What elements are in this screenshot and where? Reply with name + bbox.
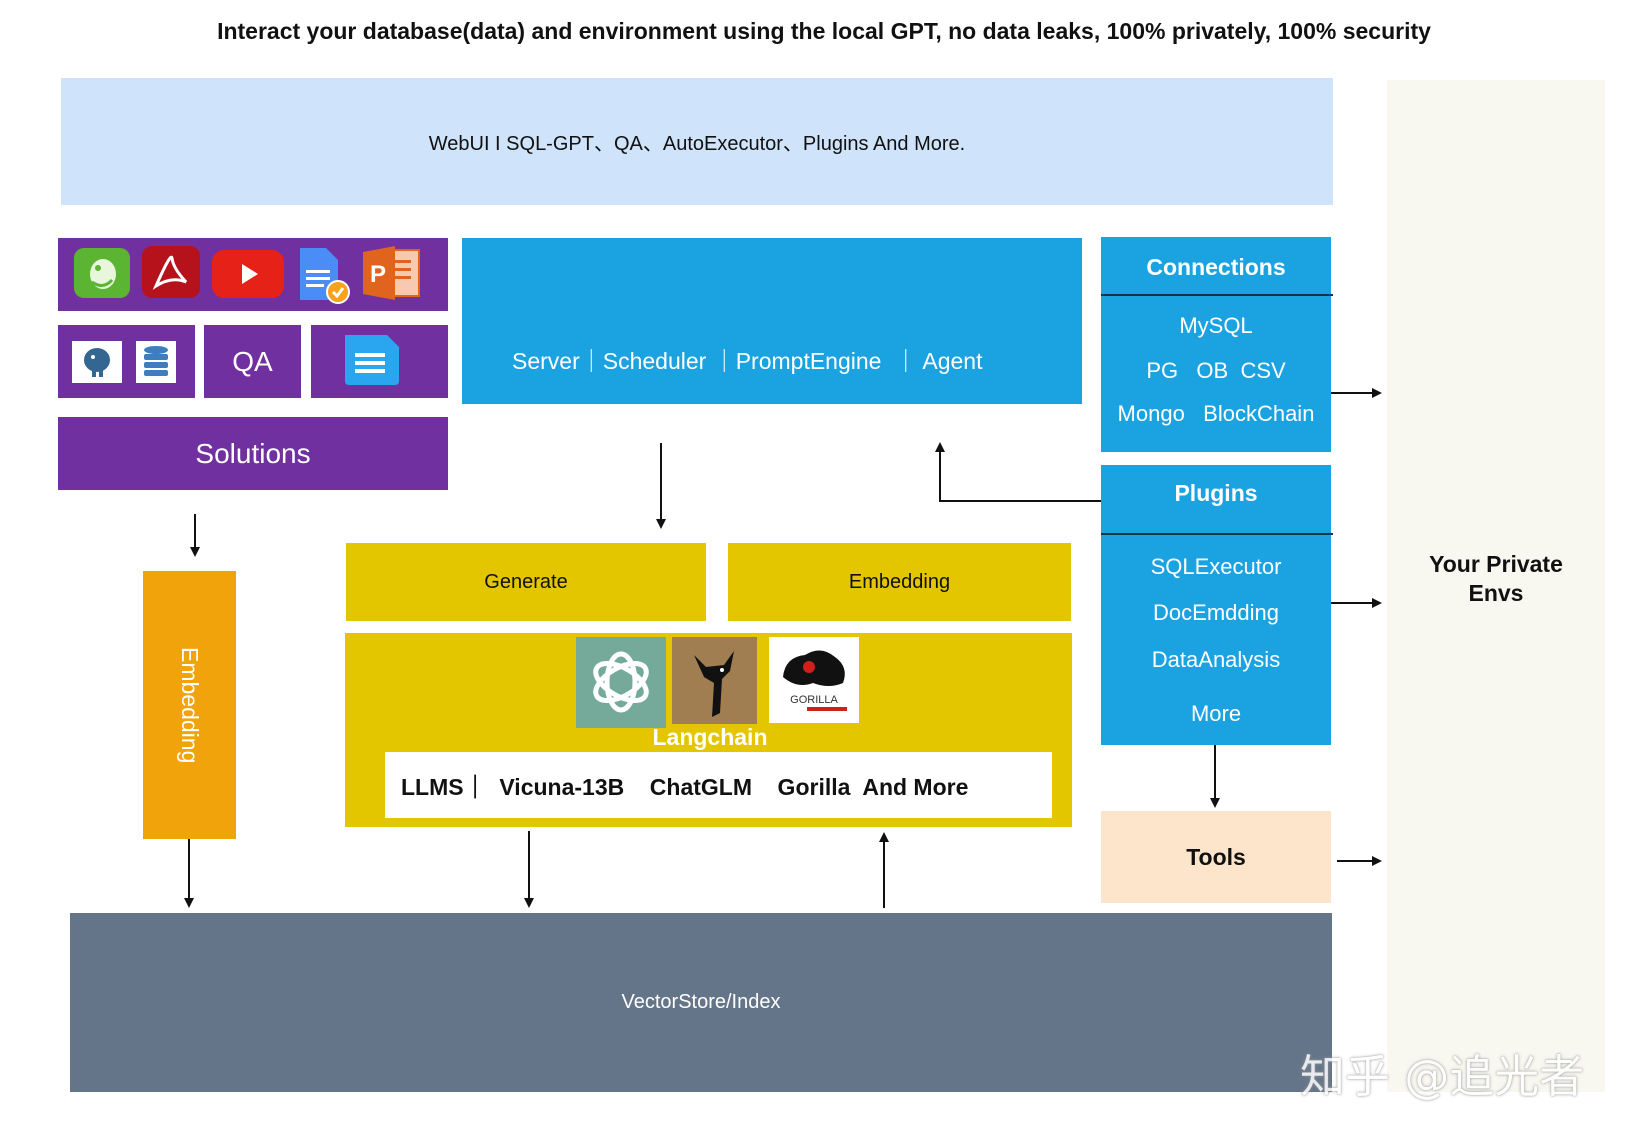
side-embedding-box: Embedding [143, 571, 236, 839]
database-icon [136, 341, 176, 383]
connections-row-2: PG OB CSV [1146, 358, 1286, 383]
svg-text:P: P [370, 261, 386, 288]
arrow-plugins-to-server [935, 442, 1101, 502]
tools-box: Tools [1101, 811, 1331, 903]
diagram-title: Interact your database(data) and environ… [217, 18, 1431, 44]
private-envs-line2: Envs [1468, 580, 1524, 606]
plugin-item-sqlexecutor: SQLExecutor [1150, 554, 1282, 579]
private-envs-line1: Your Private [1429, 551, 1563, 577]
side-embedding-label: Embedding [177, 646, 203, 764]
vicuna-logo [672, 637, 757, 724]
youtube-icon [212, 250, 284, 298]
postgresql-icon [72, 341, 122, 383]
llms-list: LLMS｜ Vicuna-13B ChatGLM Gorilla And Mor… [385, 752, 1052, 818]
pdf-icon [142, 246, 200, 298]
vectorstore-layer: VectorStore/Index [70, 913, 1332, 1092]
webui-layer: WebUI I SQL-GPT、QA、AutoExecutor、Plugins … [61, 78, 1333, 205]
qa-label: QA [232, 345, 273, 377]
server-layer [462, 238, 1082, 404]
watermark: 知乎 @追光者 [1300, 1050, 1585, 1103]
database-icons-tile [58, 325, 195, 398]
langchain-label: Langchain [652, 723, 768, 750]
private-envs-label: Your Private Envs [1387, 550, 1605, 608]
plugins-divider [1101, 533, 1333, 535]
solutions-box: Solutions [58, 417, 448, 490]
evernote-icon [74, 248, 130, 298]
notes-icon [343, 333, 401, 385]
private-envs-column [1387, 80, 1605, 1092]
plugin-item-docemdding: DocEmdding [1153, 600, 1279, 625]
embedding-box: Embedding [728, 543, 1071, 621]
server-label: Server｜Scheduler ｜PromptEngine ｜ Agent [512, 348, 983, 374]
vectorstore-label: VectorStore/Index [621, 991, 781, 1013]
generate-box: Generate [346, 543, 706, 621]
connections-divider [1101, 294, 1333, 296]
embedding-label: Embedding [848, 570, 951, 593]
notes-tile [311, 325, 448, 398]
connections-row-3: Mongo BlockChain [1117, 401, 1315, 426]
openai-logo [576, 637, 666, 728]
plugins-header: Plugins [1174, 479, 1258, 506]
gorilla-caption: GORILLA [790, 694, 838, 706]
connections-box: Connections MySQL PG OB CSV Mongo BlockC… [1101, 237, 1333, 452]
document-icon [296, 246, 352, 306]
connections-header: Connections [1146, 253, 1286, 280]
connections-row-1: MySQL [1179, 313, 1253, 338]
source-icons-bar: P [58, 238, 448, 311]
plugin-item-dataanalysis: DataAnalysis [1151, 647, 1281, 672]
qa-tile: QA [204, 325, 301, 398]
webui-label: WebUI I SQL-GPT、QA、AutoExecutor、Plugins … [428, 133, 966, 155]
powerpoint-icon: P [361, 244, 423, 302]
solutions-label: Solutions [195, 437, 311, 469]
plugins-box: Plugins SQLExecutor DocEmdding DataAnaly… [1101, 465, 1333, 745]
plugin-item-more: More [1190, 701, 1242, 726]
generate-label: Generate [484, 570, 568, 593]
tools-label: Tools [1186, 843, 1246, 870]
gorilla-logo: GORILLA [769, 637, 859, 723]
